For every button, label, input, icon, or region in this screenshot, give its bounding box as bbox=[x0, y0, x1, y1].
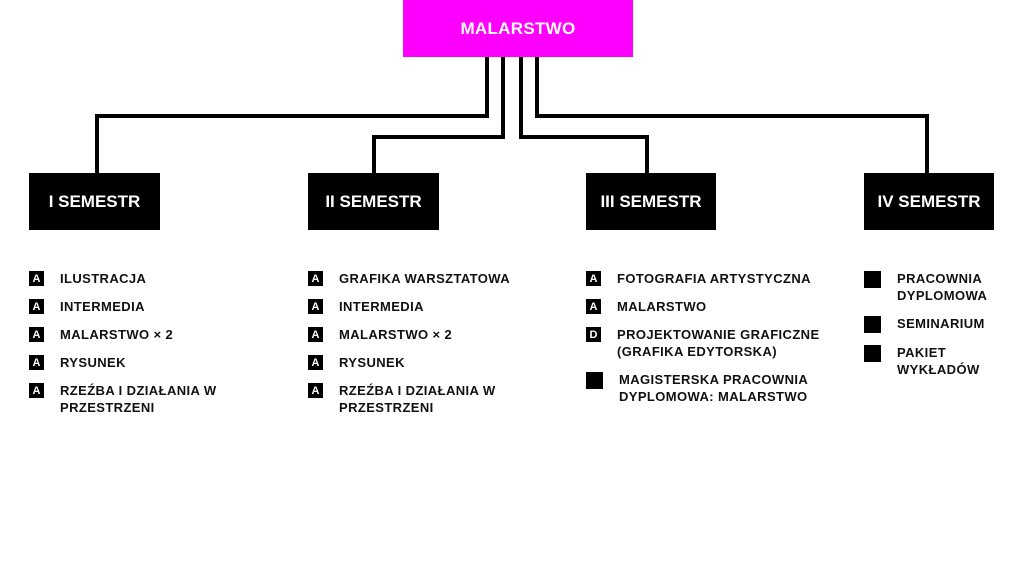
badge-a-icon: A bbox=[29, 271, 44, 286]
badge-a-icon: A bbox=[29, 383, 44, 398]
semester-3-node: III SEMESTR bbox=[586, 173, 716, 230]
item-label: RYSUNEK bbox=[339, 355, 405, 370]
item-label: PRACOWNIA DYPLOMOWA bbox=[897, 271, 988, 303]
square-icon bbox=[864, 345, 881, 362]
badge-d-icon: D bbox=[586, 327, 601, 342]
square-icon bbox=[864, 316, 881, 333]
semester-1-node: I SEMESTR bbox=[29, 173, 160, 230]
semester-4-node: IV SEMESTR bbox=[864, 173, 994, 230]
root-node: MALARSTWO bbox=[403, 0, 633, 57]
list-item: A RZEŹBA I DZIAŁANIA W PRZESTRZENI bbox=[29, 382, 259, 416]
list-item: A INTERMEDIA bbox=[308, 298, 548, 315]
badge-a-icon: A bbox=[29, 299, 44, 314]
badge-a-icon: A bbox=[308, 383, 323, 398]
semester-label: II SEMESTR bbox=[325, 191, 422, 211]
square-icon bbox=[586, 372, 603, 389]
item-label: INTERMEDIA bbox=[60, 299, 145, 314]
list-item: PAKIET WYKŁADÓW bbox=[864, 344, 1014, 378]
list-item: A MALARSTWO bbox=[586, 298, 826, 315]
item-label: RZEŹBA I DZIAŁANIA W PRZESTRZENI bbox=[60, 383, 217, 415]
semester-label: I SEMESTR bbox=[48, 191, 141, 211]
item-label: RZEŹBA I DZIAŁANIA W PRZESTRZENI bbox=[339, 383, 496, 415]
list-item: SEMINARIUM bbox=[864, 315, 1014, 333]
item-label: ILUSTRACJA bbox=[60, 271, 147, 286]
semester-4-list: PRACOWNIA DYPLOMOWA SEMINARIUM PAKIET WYKŁ… bbox=[864, 270, 1014, 389]
badge-a-icon: A bbox=[586, 271, 601, 286]
semester-label: III SEMESTR bbox=[600, 191, 702, 211]
root-label: MALARSTWO bbox=[460, 18, 576, 38]
item-label: FOTOGRAFIA ARTYSTYCZNA bbox=[617, 271, 811, 286]
list-item: PRACOWNIA DYPLOMOWA bbox=[864, 270, 1014, 304]
item-label: MALARSTWO × 2 bbox=[60, 327, 174, 342]
semester-label: IV SEMESTR bbox=[877, 191, 981, 211]
badge-a-icon: A bbox=[308, 271, 323, 286]
semester-2-node: II SEMESTR bbox=[308, 173, 439, 230]
item-label: SEMINARIUM bbox=[897, 316, 985, 331]
badge-a-icon: A bbox=[586, 299, 601, 314]
list-item: A GRAFIKA WARSZTATOWA bbox=[308, 270, 548, 287]
list-item: A FOTOGRAFIA ARTYSTYCZNA bbox=[586, 270, 826, 287]
list-item: MAGISTERSKA PRACOWNIA DYPLOMOWA: MALARST… bbox=[586, 371, 826, 405]
connector-sem3 bbox=[519, 57, 649, 173]
list-item: A INTERMEDIA bbox=[29, 298, 259, 315]
list-item: D PROJEKTOWANIE GRAFICZNE (GRAFIKA EDYTOR… bbox=[586, 326, 826, 360]
square-icon bbox=[864, 271, 881, 288]
list-item: A RYSUNEK bbox=[29, 354, 259, 371]
list-item: A ILUSTRACJA bbox=[29, 270, 259, 287]
connector-sem1 bbox=[95, 57, 489, 173]
item-label: GRAFIKA WARSZTATOWA bbox=[339, 271, 511, 286]
badge-a-icon: A bbox=[308, 299, 323, 314]
semester-2-list: A GRAFIKA WARSZTATOWA A INTERMEDIA A MALARSTW… bbox=[308, 270, 548, 427]
semester-1-list: A ILUSTRACJA A INTERMEDIA A MALARSTWO × 2 A RYS… bbox=[29, 270, 259, 427]
badge-a-icon: A bbox=[29, 355, 44, 370]
semester-3-list: A FOTOGRAFIA ARTYSTYCZNA A MALARSTWO D PROJEK… bbox=[586, 270, 826, 416]
item-label: PAKIET WYKŁADÓW bbox=[897, 345, 980, 377]
item-label: MAGISTERSKA PRACOWNIA DYPLOMOWA: MALARST… bbox=[619, 372, 808, 404]
list-item: A RZEŹBA I DZIAŁANIA W PRZESTRZENI bbox=[308, 382, 548, 416]
list-item: A RYSUNEK bbox=[308, 354, 548, 371]
item-label: MALARSTWO × 2 bbox=[339, 327, 453, 342]
item-label: MALARSTWO bbox=[617, 299, 707, 314]
item-label: RYSUNEK bbox=[60, 355, 126, 370]
item-label: INTERMEDIA bbox=[339, 299, 424, 314]
item-label: PROJEKTOWANIE GRAFICZNE (GRAFIKA EDYTORS… bbox=[617, 327, 820, 359]
badge-a-icon: A bbox=[308, 355, 323, 370]
connector-sem4 bbox=[535, 57, 929, 173]
badge-a-icon: A bbox=[308, 327, 323, 342]
connector-sem2 bbox=[372, 57, 505, 173]
list-item: A MALARSTWO × 2 bbox=[308, 326, 548, 343]
badge-a-icon: A bbox=[29, 327, 44, 342]
list-item: A MALARSTWO × 2 bbox=[29, 326, 259, 343]
